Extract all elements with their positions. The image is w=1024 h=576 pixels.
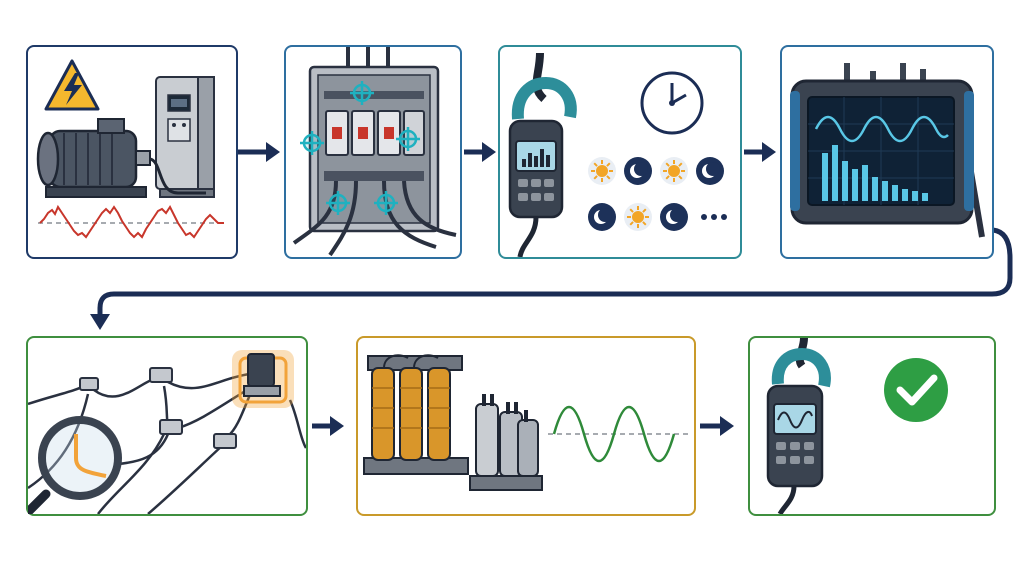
step-panel-mitigation — [356, 336, 696, 516]
clock-icon — [640, 71, 704, 135]
step-panel-logging — [498, 45, 742, 259]
scope-trace — [814, 115, 949, 143]
day-night-sequence — [588, 157, 724, 231]
clamp-meter-icon — [766, 338, 831, 514]
step-panel-distribution-board — [284, 45, 462, 259]
motor-icon — [36, 118, 206, 198]
arrow-step2-to-step3 — [464, 142, 496, 162]
sun-icon — [588, 157, 616, 185]
capacitor-bank-icon — [469, 394, 543, 491]
moon-icon — [696, 157, 724, 185]
step-panel-analyzer — [780, 45, 994, 259]
highlighted-device-icon — [232, 350, 294, 408]
arrow-step3-to-step4 — [744, 142, 776, 162]
magnifier-icon — [28, 416, 122, 514]
step-panel-motor-drive — [26, 45, 238, 259]
arrow-step1-to-step2 — [238, 142, 280, 162]
wrap-connector-row1-to-row2 — [90, 227, 1013, 330]
step-panel-verification — [748, 336, 996, 516]
reactor-icon — [363, 354, 469, 475]
distorted-waveform-icon — [38, 204, 224, 239]
clamp-meter-icon — [508, 52, 577, 257]
moon-icon — [660, 203, 688, 231]
measurement-point-icon — [300, 81, 420, 215]
sun-icon — [660, 157, 688, 185]
step-panel-source-tracing — [26, 336, 308, 516]
drive-cabinet-icon — [155, 76, 215, 198]
arrow-step5-to-step6 — [312, 416, 344, 436]
moon-icon — [588, 203, 616, 231]
electrical-panel-icon — [292, 47, 457, 257]
oscilloscope-icon — [790, 63, 985, 238]
clean-sine-icon — [548, 405, 692, 463]
warning-icon — [44, 59, 100, 111]
ellipsis-icon — [701, 214, 727, 220]
harmonic-spectrum-icon — [822, 145, 928, 201]
moon-icon — [624, 157, 652, 185]
checkmark-icon — [884, 358, 948, 422]
sun-icon — [624, 203, 652, 231]
arrow-step6-to-step7 — [700, 416, 734, 436]
